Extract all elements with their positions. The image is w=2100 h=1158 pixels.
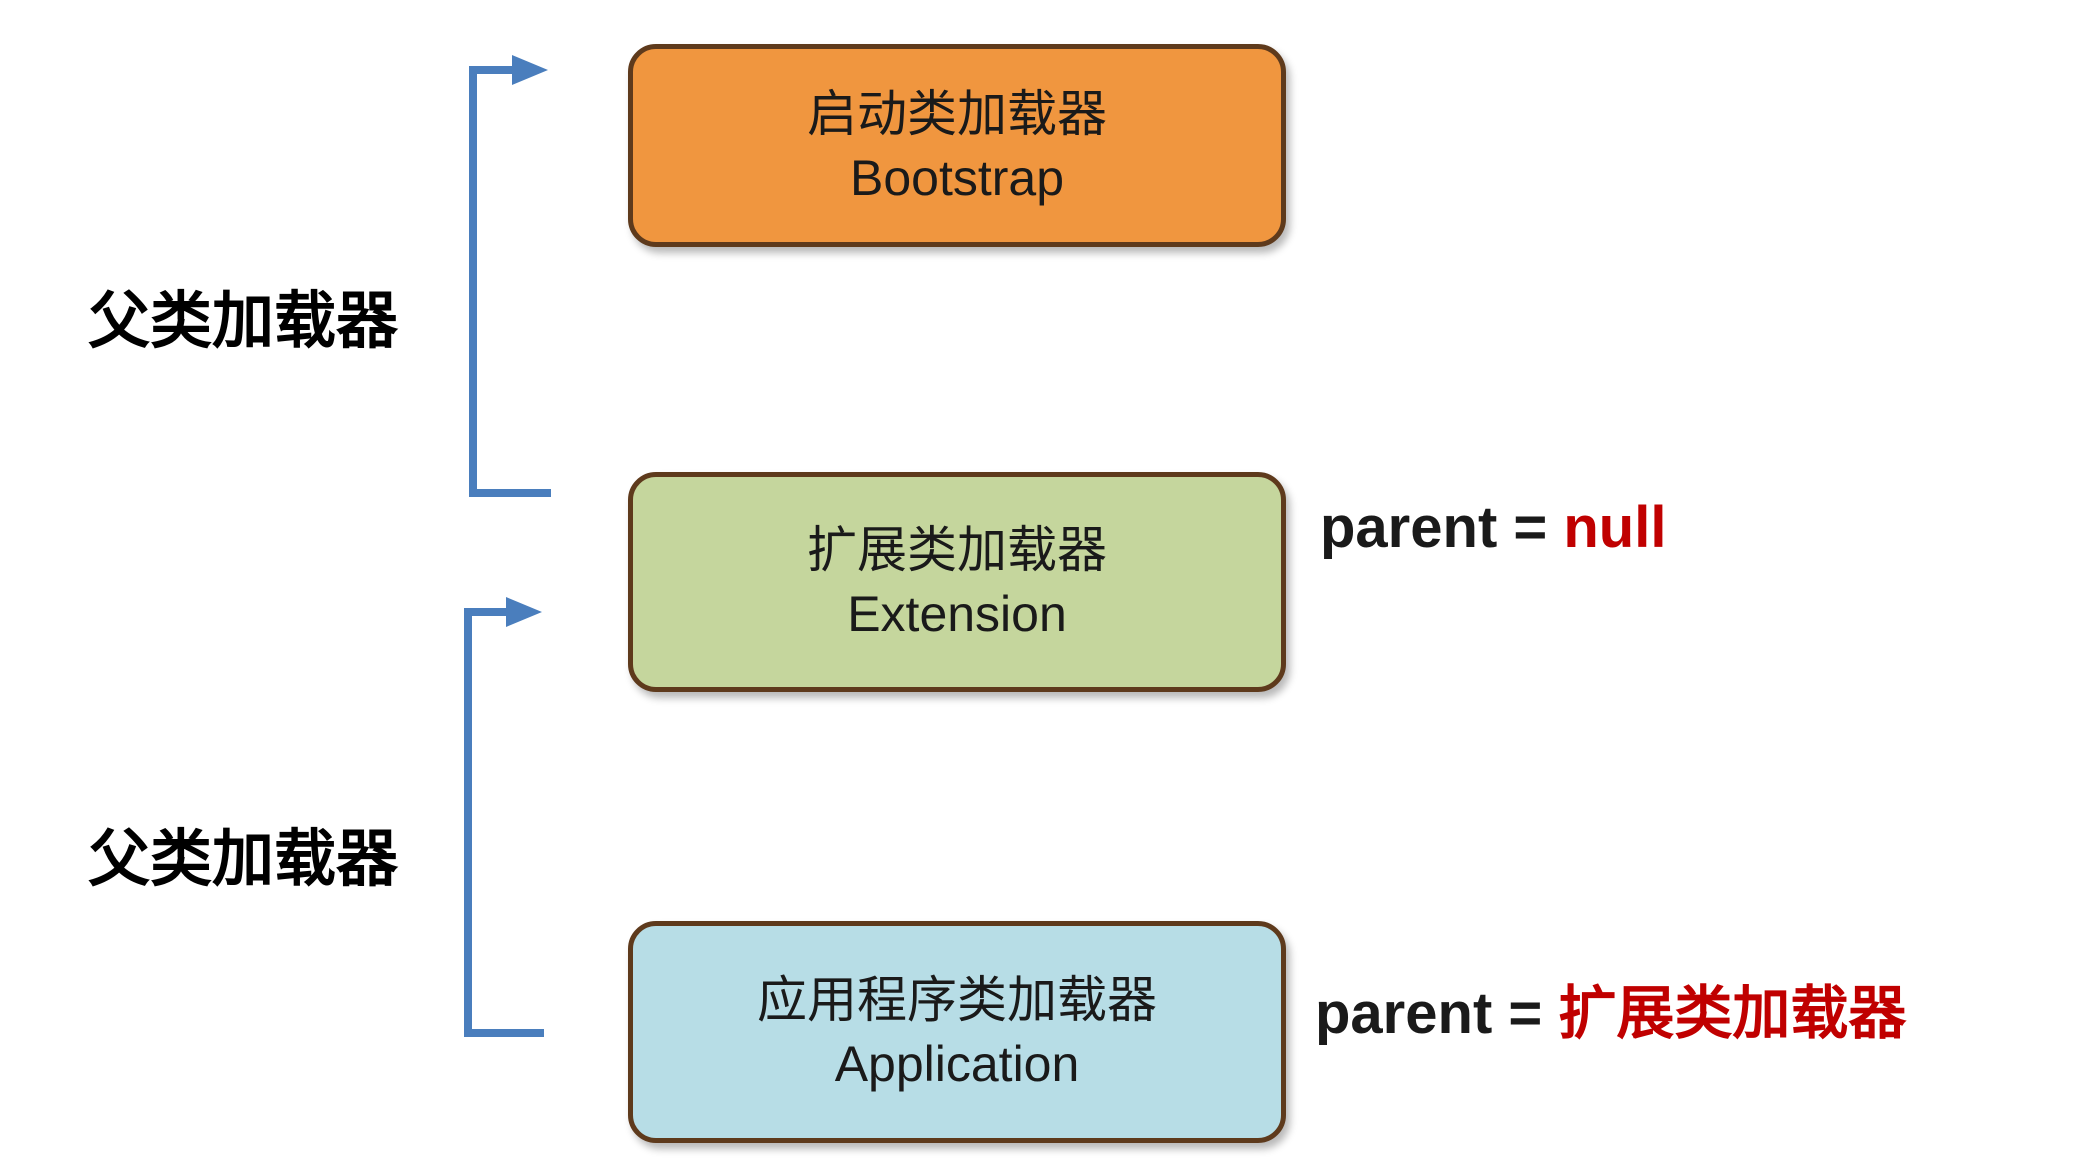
parent-arrow-extension-to-bootstrap: [469, 55, 551, 497]
extension-parent-annotation-prefix: parent =: [1320, 495, 1564, 560]
parent-loader-label-bottom: 父类加载器: [88, 825, 399, 894]
extension-parent-annotation-value: null: [1563, 495, 1667, 560]
application-classloader-box: 应用程序类加载器 Application: [628, 921, 1286, 1143]
application-classloader-name-cn: 应用程序类加载器: [757, 972, 1157, 1028]
bootstrap-classloader-name-en: Bootstrap: [849, 149, 1064, 206]
extension-classloader-name-en: Extension: [847, 586, 1067, 642]
parent-arrow-application-to-extension: [464, 597, 544, 1037]
bootstrap-classloader-box: 启动类加载器 Bootstrap: [628, 44, 1286, 247]
extension-classloader-name-cn: 扩展类加载器: [807, 522, 1107, 578]
extension-parent-annotation: parent = null: [1320, 494, 1666, 561]
parent-loader-label-top: 父类加载器: [88, 287, 399, 356]
application-parent-annotation-value: 扩展类加载器: [1558, 981, 1907, 1046]
application-parent-annotation-prefix: parent =: [1315, 981, 1559, 1046]
application-parent-annotation: parent = 扩展类加载器: [1315, 966, 1906, 1050]
application-classloader-name-en: Application: [834, 1036, 1080, 1092]
bootstrap-classloader-name-cn: 启动类加载器: [807, 85, 1107, 142]
extension-classloader-box: 扩展类加载器 Extension: [628, 472, 1286, 692]
